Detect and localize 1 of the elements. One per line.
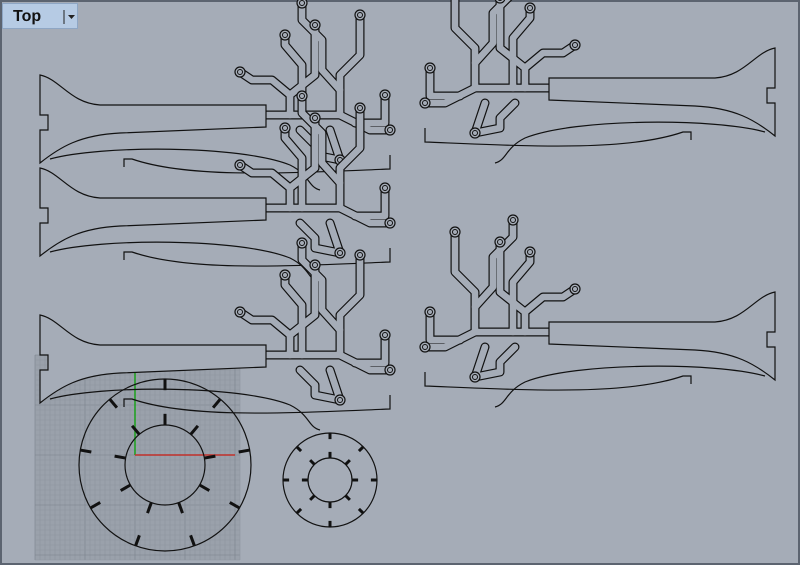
view-label: Top — [13, 8, 42, 26]
